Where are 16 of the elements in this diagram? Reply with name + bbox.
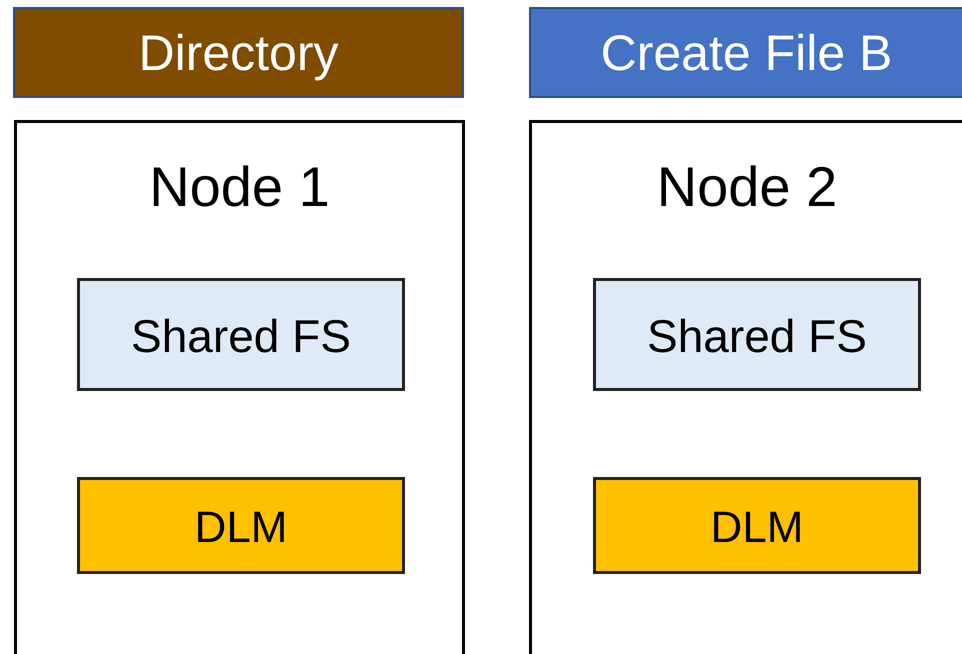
banner-title: Directory [137, 24, 340, 83]
component-label: DLM [710, 502, 804, 554]
banner-title: Create File B [600, 24, 894, 83]
node-panel [529, 120, 962, 654]
title-banner [13, 7, 464, 98]
node-title: Node 1 [148, 154, 331, 220]
title-banner [529, 7, 962, 98]
component-box [77, 278, 405, 391]
component-label: Shared FS [130, 309, 352, 364]
component-box [593, 477, 921, 574]
component-label: Shared FS [646, 309, 868, 364]
component-label: DLM [194, 502, 288, 554]
node-title: Node 2 [656, 154, 838, 220]
node-panel [14, 120, 465, 654]
component-box [77, 477, 405, 574]
component-box [593, 278, 921, 391]
